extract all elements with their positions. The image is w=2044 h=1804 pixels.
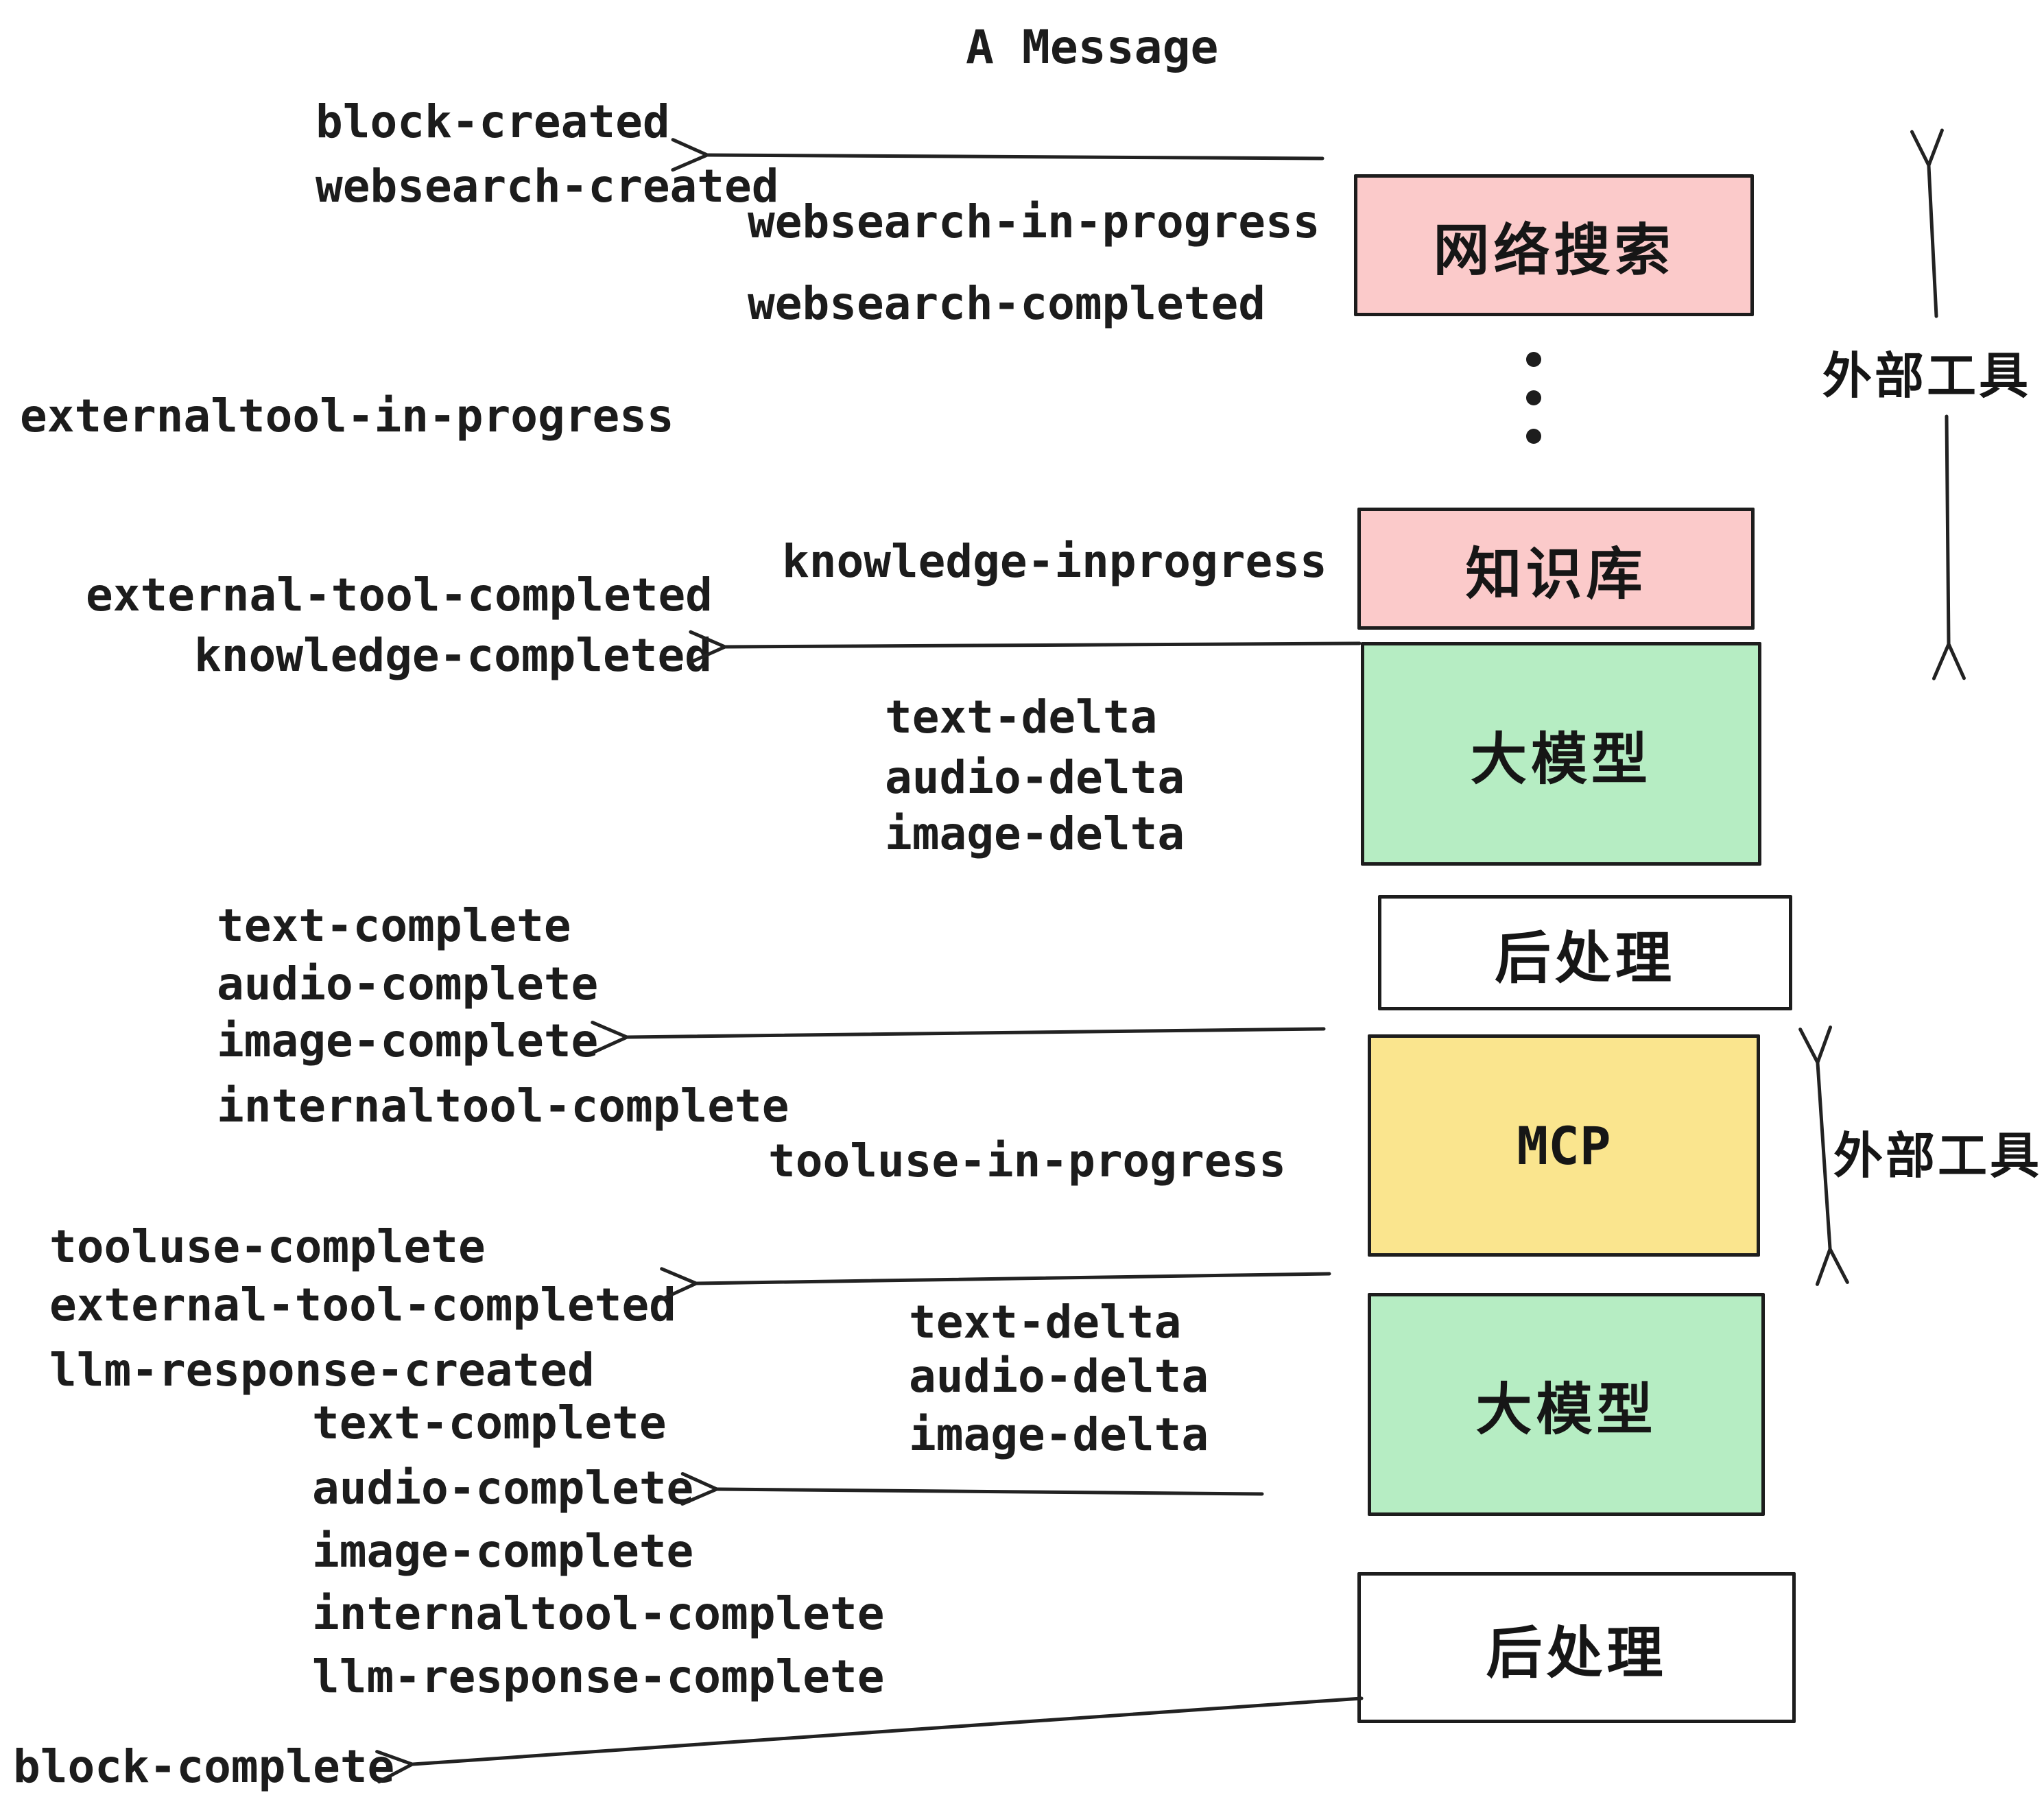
event-internaltool-complete-1: internaltool-complete [217, 1080, 789, 1132]
event-image-delta-1: image-delta [885, 807, 1185, 860]
box-post-process-2: 后处理 [1357, 1572, 1796, 1723]
event-external-tool-completed-2: external-tool-completed [49, 1279, 676, 1331]
diagram-title: A Message [966, 21, 1219, 75]
event-audio-complete-1: audio-complete [217, 958, 599, 1010]
box-llm-1: 大模型 [1361, 642, 1761, 866]
arrow-to-audio-complete [680, 1472, 1264, 1506]
arrow-to-tooluse-complete [660, 1267, 1331, 1301]
vertical-ellipsis-dots [1526, 352, 1541, 444]
event-block-created: block-created [316, 95, 670, 148]
external-tools-2-double-arrow [1798, 1025, 1849, 1286]
event-image-delta-2: image-delta [909, 1408, 1209, 1461]
event-llm-response-created: llm-response-created [49, 1344, 595, 1397]
event-tooluse-complete: tooluse-complete [49, 1220, 486, 1273]
event-text-complete-2: text-complete [312, 1397, 667, 1449]
event-knowledge-completed: knowledge-completed [194, 629, 712, 682]
event-websearch-created: websearch-created [316, 160, 779, 213]
arrow-to-block-created [671, 138, 1324, 172]
side-label-external-tools-1: 外部工具 [1822, 349, 2032, 404]
box-web-search: 网络搜索 [1354, 174, 1754, 316]
side-label-external-tools-2: 外部工具 [1833, 1129, 2043, 1184]
external-tools-1-down-arrow [1932, 414, 1966, 680]
event-image-complete-2: image-complete [312, 1525, 694, 1578]
event-websearch-completed: websearch-completed [748, 277, 1265, 330]
event-external-tool-completed-1: external-tool-completed [86, 569, 713, 621]
arrow-to-image-complete [591, 1021, 1326, 1055]
event-audio-delta-2: audio-delta [909, 1350, 1209, 1403]
arrow-to-knowledge-completed [689, 630, 1362, 664]
event-externaltool-in-progress: externaltool-in-progress [20, 390, 674, 442]
external-tools-1-up-arrow [1910, 128, 1944, 318]
event-text-delta-1: text-delta [885, 691, 1158, 744]
event-image-complete-1: image-complete [217, 1014, 599, 1067]
event-knowledge-inprogress: knowledge-inprogress [782, 535, 1327, 588]
event-llm-response-complete: llm-response-complete [312, 1650, 885, 1703]
event-internaltool-complete-2: internaltool-complete [312, 1587, 885, 1640]
box-mcp: MCP [1368, 1034, 1760, 1257]
event-audio-complete-2: audio-complete [312, 1462, 694, 1515]
box-post-process-1: 后处理 [1378, 895, 1792, 1010]
box-knowledge-base: 知识库 [1357, 508, 1755, 630]
event-text-complete-1: text-complete [217, 899, 571, 952]
event-audio-delta-1: audio-delta [885, 751, 1185, 804]
arrow-to-block-complete [375, 1696, 1364, 1783]
event-block-complete: block-complete [13, 1740, 395, 1793]
event-text-delta-2: text-delta [909, 1296, 1182, 1349]
event-tooluse-in-progress: tooluse-in-progress [768, 1135, 1286, 1187]
event-websearch-in-progress: websearch-in-progress [748, 195, 1320, 248]
box-llm-2: 大模型 [1368, 1293, 1765, 1516]
